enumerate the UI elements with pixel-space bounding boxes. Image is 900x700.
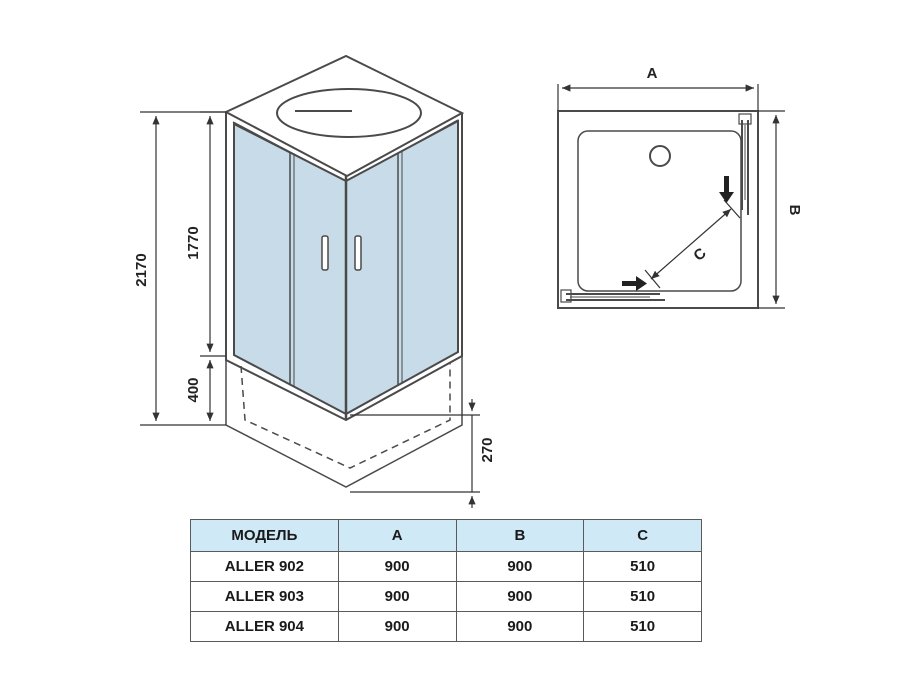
plan-outer bbox=[557, 110, 759, 309]
model-dimensions-table: МОДЕЛЬ A B C ALLER 902 900 900 510 ALLER… bbox=[190, 519, 702, 642]
table-row: ALLER 902 900 900 510 bbox=[190, 551, 702, 582]
door-arrows bbox=[622, 176, 734, 291]
dim-base-height: 400 bbox=[185, 377, 202, 402]
base-outline bbox=[225, 356, 463, 488]
table-row: ALLER 903 900 900 510 bbox=[190, 581, 702, 612]
dimension-lines-plan bbox=[557, 84, 785, 309]
cell-a: 900 bbox=[337, 551, 457, 582]
header-b: B bbox=[455, 519, 585, 552]
cell-c: 510 bbox=[583, 581, 702, 612]
door-handle-left bbox=[321, 235, 329, 271]
header-c: C bbox=[583, 519, 702, 552]
cabin-plan-view bbox=[557, 110, 759, 309]
cabin-perspective-view bbox=[223, 54, 465, 488]
dim-glass-height: 1770 bbox=[185, 226, 202, 259]
tray-dashed bbox=[240, 362, 451, 469]
arrow-right-icon bbox=[622, 281, 638, 286]
cell-b: 900 bbox=[455, 611, 585, 642]
cell-c: 510 bbox=[583, 551, 702, 582]
cell-a: 900 bbox=[337, 611, 457, 642]
cell-model: ALLER 903 bbox=[190, 581, 339, 612]
table-row: ALLER 904 900 900 510 bbox=[190, 611, 702, 642]
cell-c: 510 bbox=[583, 611, 702, 642]
drain-icon bbox=[649, 145, 671, 167]
cell-b: 900 bbox=[455, 551, 585, 582]
dim-tray-height: 270 bbox=[479, 437, 496, 462]
roof-shower-head bbox=[276, 88, 422, 138]
plan-label-depth: B bbox=[786, 205, 803, 216]
table-header-row: МОДЕЛЬ A B C bbox=[190, 519, 702, 552]
cell-model: ALLER 904 bbox=[190, 611, 339, 642]
cell-a: 900 bbox=[337, 581, 457, 612]
dimension-lines-side bbox=[140, 111, 480, 508]
arrow-down-icon bbox=[724, 176, 729, 194]
door-handle-right bbox=[354, 235, 362, 271]
header-model: МОДЕЛЬ bbox=[190, 519, 339, 552]
cell-model: ALLER 902 bbox=[190, 551, 339, 582]
plan-label-width: A bbox=[647, 65, 658, 82]
cell-b: 900 bbox=[455, 581, 585, 612]
plan-tray bbox=[577, 130, 742, 292]
dim-total-height: 2170 bbox=[133, 253, 150, 286]
header-a: A bbox=[337, 519, 457, 552]
